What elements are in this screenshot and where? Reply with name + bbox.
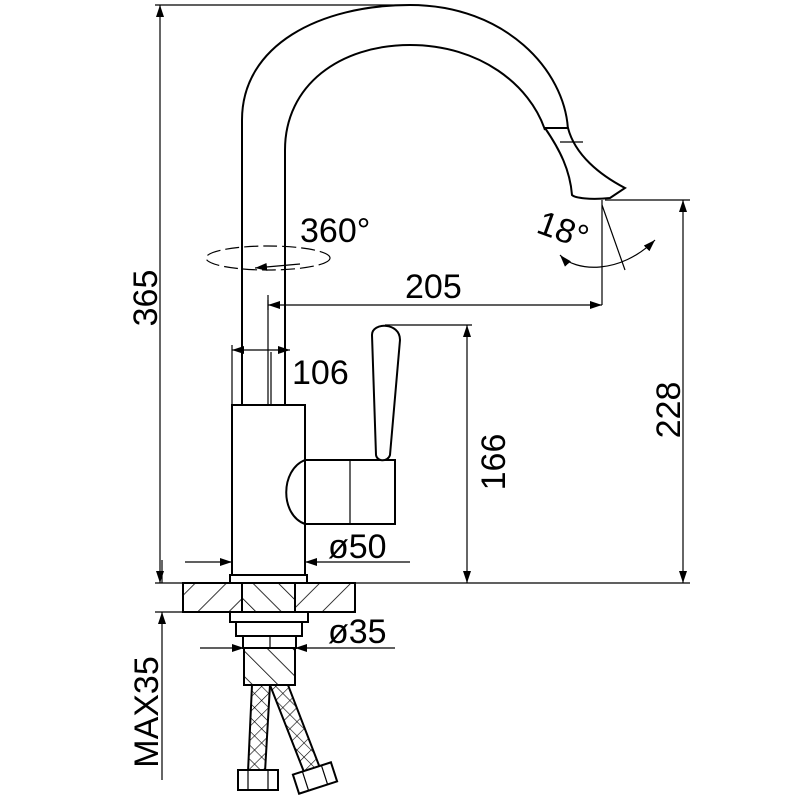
dim-spout-reach: 205 (405, 268, 462, 306)
supply-hoses (237, 684, 339, 795)
spout (241, 3, 627, 405)
dimension-lines (155, 4, 690, 780)
dim-body-diameter: ø50 (328, 528, 387, 566)
dim-shank-diameter: ø35 (328, 613, 387, 651)
dim-total-height: 365 (127, 270, 165, 327)
dim-rotation: 360° (300, 212, 370, 250)
dim-spout-tilt: 18° (532, 204, 593, 257)
faucet-body (229, 324, 402, 584)
dim-handle-height: 166 (475, 434, 513, 491)
countertop-section (182, 582, 356, 686)
dim-body-offset: 106 (292, 354, 349, 392)
dim-max-counter: MAX35 (128, 656, 166, 768)
handle-lever (370, 324, 402, 462)
dim-spout-height: 228 (650, 382, 688, 439)
